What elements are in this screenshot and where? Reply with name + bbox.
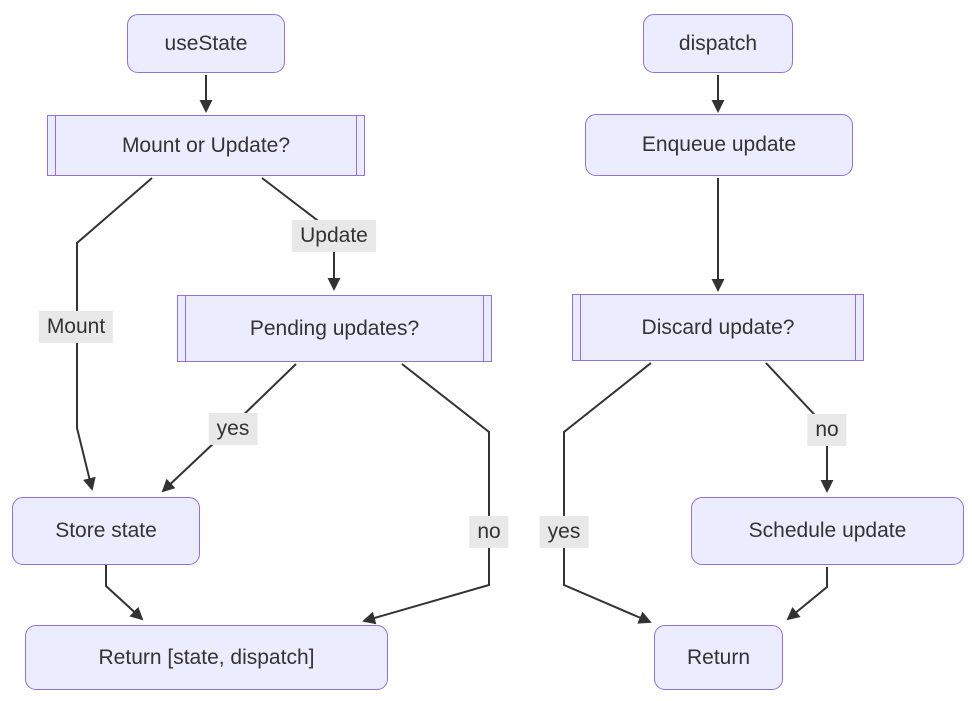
edge-label-mount: Mount — [38, 310, 114, 344]
edge-label-no-right: no — [807, 413, 847, 447]
node-pending-updates: Pending updates? — [177, 295, 492, 362]
node-schedule-update: Schedule update — [691, 497, 964, 565]
node-return: Return — [654, 625, 783, 690]
edge-discardupdate-to-return — [563, 362, 652, 624]
node-return-state-dispatch-label: Return [state, dispatch] — [98, 645, 315, 669]
node-enqueue-update: Enqueue update — [585, 114, 853, 176]
edge-storestate-to-returnstate — [105, 565, 144, 621]
node-usestate-label: useState — [164, 31, 248, 55]
node-mount-or-update-label: Mount or Update? — [121, 133, 291, 157]
edge-pendingupdates-to-returnstate — [362, 363, 490, 625]
node-usestate: useState — [127, 14, 285, 73]
node-discard-update-label: Discard update? — [641, 315, 795, 339]
edge-label-update: Update — [292, 219, 376, 253]
node-dispatch-label: dispatch — [678, 31, 758, 55]
node-discard-update: Discard update? — [572, 294, 864, 361]
edge-label-no-left: no — [469, 515, 509, 549]
node-enqueue-update-label: Enqueue update — [641, 133, 797, 156]
edge-scheduleupdate-to-return — [786, 567, 828, 621]
node-pending-updates-label: Pending updates? — [249, 316, 420, 340]
node-mount-or-update: Mount or Update? — [47, 115, 365, 176]
node-return-label: Return — [686, 645, 751, 669]
node-dispatch: dispatch — [643, 14, 793, 73]
edge-label-yes-right: yes — [539, 515, 589, 549]
node-store-state: Store state — [12, 497, 200, 565]
node-store-state-label: Store state — [55, 519, 157, 542]
edge-label-yes-left: yes — [208, 412, 258, 446]
node-schedule-update-label: Schedule update — [748, 519, 907, 542]
node-return-state-dispatch: Return [state, dispatch] — [25, 625, 388, 690]
